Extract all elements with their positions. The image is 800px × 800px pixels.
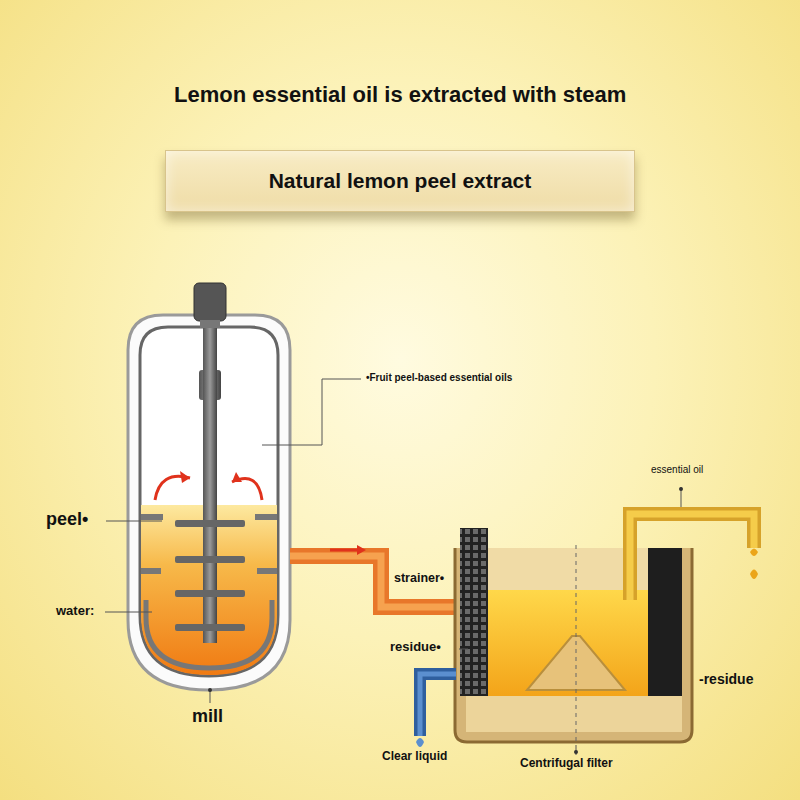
centrifugal-filter bbox=[455, 528, 692, 745]
part-label: mill bbox=[192, 706, 223, 727]
part-label: strainer• bbox=[394, 571, 444, 585]
part-label: Centrifugal filter bbox=[520, 757, 613, 771]
title-banner: Natural lemon peel extract bbox=[165, 150, 635, 212]
part-label: essential oil bbox=[651, 464, 703, 476]
part-label: peel• bbox=[46, 509, 88, 530]
part-label: Clear liquid bbox=[382, 750, 447, 764]
banner-text: Natural lemon peel extract bbox=[269, 169, 532, 193]
part-label: water: bbox=[56, 604, 94, 619]
part-label: residue• bbox=[390, 640, 441, 655]
callout-label: •Fruit peel-based essential oils bbox=[366, 372, 512, 384]
mill-vessel bbox=[128, 283, 290, 690]
part-label: -residue bbox=[699, 671, 753, 687]
page-title: Lemon essential oil is extracted with st… bbox=[174, 82, 626, 107]
